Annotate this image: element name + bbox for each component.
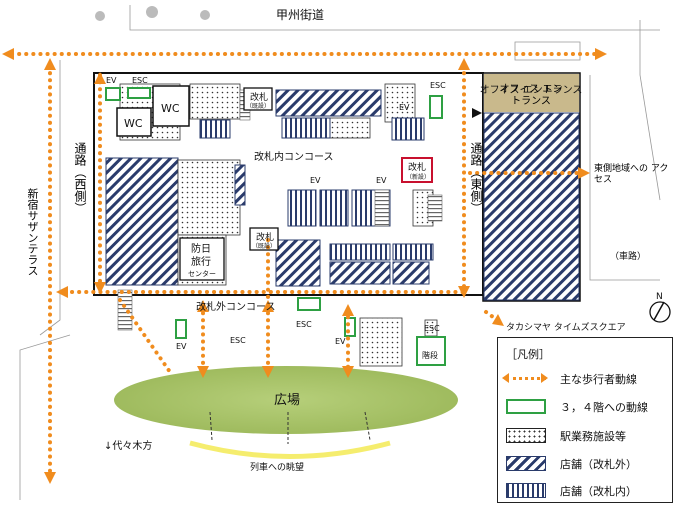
plaza [114,366,458,434]
gate-new [401,157,433,183]
esc-label: ESC [296,320,312,329]
esc-label: ESC [230,336,246,345]
travel-center [179,237,225,281]
stairs-label: 階段 [422,350,438,360]
station-facility [177,159,241,236]
legend-item-inside: 店舗（改札内） [504,480,670,500]
tree-icons [95,6,210,21]
travel-center-label-1: 防日 [191,242,211,255]
legend-item-outside: 店舗（改札外） [504,453,670,473]
gate-existing-1 [243,87,273,111]
shop-inside [391,117,425,141]
gate-sub-1: （既設） [246,102,270,110]
station-facility [359,317,403,367]
wc-label-2: WC [124,117,143,130]
southern-terrace-label: 新宿サザンテラス [26,188,39,276]
legend-item-route: 主な歩行者動線 [502,368,670,388]
stairs-block [117,289,133,331]
ev-label: EV [399,103,410,112]
travel-center-label-2: 旅行 [191,255,211,268]
route-swatch [502,371,548,386]
station-facility [384,83,416,123]
ev-label: EV [335,337,346,346]
north-compass [649,301,671,323]
ev-label: EV [176,342,187,351]
shop-inside [199,119,231,139]
stairs-block [374,189,390,227]
office-entrance [484,74,579,112]
station-facility [189,83,241,120]
ev-label: EV [310,176,321,185]
street-outlines [19,5,661,500]
car-road-label: （車路） [610,250,646,262]
shop-inside [319,189,349,227]
legend-label: 店舗（改札内） [560,485,637,498]
gate-label-new: 改札 [408,161,426,173]
shop-inside [329,243,391,261]
north-label: N [656,292,663,302]
shop-outside [275,89,382,117]
train-view-label: 列車への眺望 [250,461,304,473]
gate-sub-2: （既設） [252,242,276,250]
route-arrowheads [2,48,607,484]
gate-sub-new: （新設） [406,173,430,181]
view-arrows [209,411,371,444]
legend-item-station: 駅業務施設等 [504,425,670,445]
takashimaya-label: タカシマヤ タイムズスクエア [506,321,626,333]
ev-esc-labels: EV ESC EV ESC EV EV EV ESC ESC EV ESC 階段 [106,76,446,360]
legend-title: ［凡例］ [506,348,550,361]
stairs-block [427,194,443,222]
legend: ［凡例］ 主な歩行者動線 ３，４階への動線 駅業務施設等 店舗（改札外） 店舗（… [497,337,673,503]
inside-swatch [506,483,546,498]
legend-label: 駅業務施設等 [560,430,626,443]
ev-label: EV [106,76,117,85]
shop-inside [287,189,317,227]
office-entrance-html: オフィス エントランス [499,84,563,107]
wc-label: WC [161,102,180,115]
esc-label: ESC [424,324,440,333]
legend-label: ３，４階への動線 [560,401,648,414]
east-access-label-html: 東側地域への アクセス [594,164,669,185]
plaza-label: 広場 [274,393,300,408]
wc-box [116,107,152,137]
street-koshu: 甲州街道 [276,8,324,22]
ev-label: EV [376,176,387,185]
concourse-outside-label: 改札外コンコース [196,300,276,313]
legend-label: 主な歩行者動線 [560,373,637,386]
gate-label-2: 改札 [256,231,274,243]
travel-center-label-3: センター [188,269,216,278]
entrance-arrow [472,108,482,118]
esc-label: ESC [430,81,446,90]
station-facility [329,117,371,139]
shop-outside-west [105,157,179,286]
legend-item-floor34: ３，４階への動線 [504,396,670,416]
floor34-access [105,87,446,366]
yoyogi-label: ↓代々木方 [104,439,152,452]
concourse-inside-label: 改札内コンコース [254,150,334,163]
shop-outside [234,164,246,206]
wc-box [152,85,190,127]
station-swatch [506,428,546,443]
gate-label-1: 改札 [250,91,268,103]
shop-outside [329,261,391,285]
office-entrance-label: オフィス エントランス [480,84,583,96]
train-view-arc [189,440,391,459]
shop-inside [281,117,331,139]
west-passage-label: 通路（西側） [73,142,87,214]
shop-outside-east [483,112,580,301]
esc-label: ESC [132,76,148,85]
legend-label: 店舗（改札外） [560,458,637,471]
floor34-swatch [506,399,546,414]
shop-outside [392,261,430,285]
shop-outside [275,239,321,287]
outside-swatch [506,456,546,471]
gate-existing-2 [249,227,279,251]
east-passage-label: 通路（東側） [469,142,483,214]
shop-inside [392,243,434,261]
